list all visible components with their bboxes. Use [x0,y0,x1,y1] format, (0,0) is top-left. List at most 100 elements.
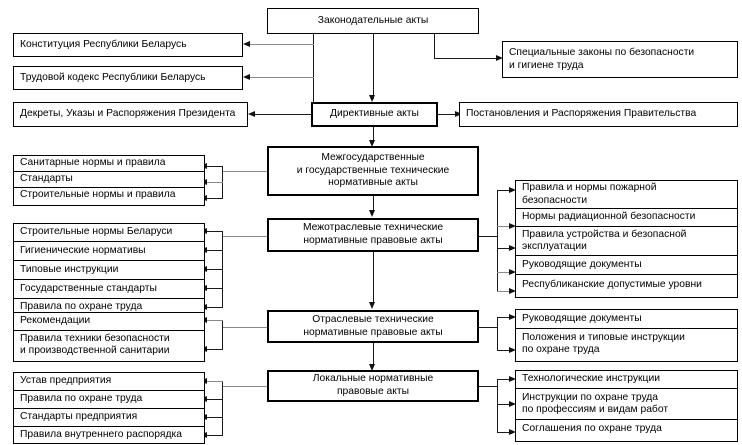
connector-sectoral-left-stem [222,327,267,328]
group-sectoral-left: Рекомендации Правила техники безопасност… [13,312,205,362]
branch-intersectoral-left-2 [205,250,223,251]
bus-local-left [222,381,223,435]
connector-directive-to-interstate [373,127,374,143]
list-item[interactable]: Положения и типовые инструкции по охране… [516,329,737,359]
arrowhead-labor-instructions-professions [509,400,516,407]
branch-local-right-1 [497,379,514,380]
list-item[interactable]: Правила внутреннего распорядка [14,427,204,443]
connector-directive-to-decrees [253,114,311,115]
arrowhead-labor-agreements [509,428,516,435]
branch-local-left-3 [205,417,223,418]
arrowhead-interstate-down [369,140,376,147]
arrowhead-guiding-documents-2 [509,313,516,320]
arrowhead-intersectoral-down [369,210,376,217]
list-item[interactable]: Руководящие документы [516,256,737,275]
connector-to-labor-code [248,77,314,78]
list-item[interactable]: Гигиенические нормативы [14,242,204,261]
node-intersectoral-acts[interactable]: Межотраслевые технические нормативные пр… [267,218,479,252]
list-item[interactable]: Государственные стандарты [14,280,204,299]
connector-local-left-stem [222,386,267,387]
node-legislative-acts[interactable]: Законодательные акты [267,8,479,34]
connector-intersectoral-left-stem [222,236,267,237]
group-intersectoral-right: Правила и нормы пожарной безопасности Но… [515,180,738,298]
arrowhead-provisions-instructions [509,346,516,353]
node-special-laws[interactable]: Специальные законы по безопасности и гиг… [502,41,738,78]
list-item[interactable]: Правила устройства и безопасной эксплуат… [516,227,737,256]
node-local-acts[interactable]: Локальные нормативные правовые акты [267,370,479,402]
connector-interstate-to-intersectoral [373,196,374,212]
list-item[interactable]: Устав предприятия [14,373,204,391]
connector-directive-to-resolutions [438,114,458,115]
branch-intersectoral-left-3 [205,269,223,270]
arrowhead-guiding-documents [509,268,516,275]
branch-intersectoral-right-4 [497,272,514,273]
list-item[interactable]: Строительные нормы Беларуси [14,224,204,242]
node-interstate-acts[interactable]: Межгосударственные и государственные тех… [267,146,479,196]
branch-intersectoral-left-5 [205,307,223,308]
bus-sectoral-right [497,317,498,350]
branch-local-left-2 [205,399,223,400]
branch-intersectoral-left-4 [205,288,223,289]
branch-intersectoral-right-1 [497,190,514,191]
node-sectoral-acts[interactable]: Отраслевые технические нормативные право… [267,310,479,343]
node-government-resolutions[interactable]: Постановления и Распоряжения Правительст… [459,102,738,127]
branch-local-left-4 [205,435,223,436]
branch-intersectoral-right-5 [497,291,514,292]
node-directive-acts[interactable]: Директивные акты [311,102,438,127]
arrowhead-decrees [248,110,255,117]
arrowhead-constitution [243,40,250,47]
list-item[interactable]: Республиканские допустимые уровни [516,275,737,295]
connector-legislative-right-stem [434,33,435,58]
list-item[interactable]: Правила по охране труда [14,391,204,409]
arrowhead-permissible-levels [509,287,516,294]
arrowhead-local-down [369,364,376,371]
connector-to-constitution [248,44,314,45]
arrowhead-directive-down [369,95,376,102]
list-item[interactable]: Правила и нормы пожарной безопасности [516,181,737,209]
list-item[interactable]: Технологические инструкции [516,371,737,389]
connector-interstate-left-stem [222,171,267,172]
branch-sectoral-right-1 [497,317,514,318]
arrowhead-technological-instructions [509,375,516,382]
branch-local-right-2 [497,404,514,405]
branch-intersectoral-right-2 [497,226,514,227]
arrowhead-resolutions [455,110,462,117]
branch-interstate-left-1 [205,166,223,167]
branch-sectoral-left-1 [205,320,223,321]
branch-interstate-left-3 [205,198,223,199]
branch-intersectoral-right-3 [497,248,514,249]
connector-legislative-left-stem [313,33,314,103]
connector-sectoral-to-local [373,343,374,367]
bus-sectoral-left [222,320,223,349]
group-local-right: Технологические инструкции Инструкции по… [515,370,738,442]
group-intersectoral-left: Строительные нормы Беларуси Гигиенически… [13,223,205,316]
branch-sectoral-right-2 [497,350,514,351]
list-item[interactable]: Правила по охране труда [14,299,204,316]
list-item[interactable]: Нормы радиационной безопасности [516,209,737,227]
list-item[interactable]: Правила техники безопасности и производс… [14,331,204,359]
branch-local-right-3 [497,432,514,433]
list-item[interactable]: Руководящие документы [516,310,737,329]
branch-sectoral-left-2 [205,349,223,350]
list-item[interactable]: Инструкции по охране труда по профессиям… [516,389,737,420]
connector-intersectoral-right-stem [478,236,498,237]
group-interstate-left: Санитарные нормы и правила Стандарты Стр… [13,155,205,206]
bus-local-right [497,379,498,432]
arrowhead-safe-operation [509,244,516,251]
node-labor-code[interactable]: Трудовой кодекс Республики Беларусь [13,66,243,90]
bus-intersectoral-right [497,190,498,291]
list-item[interactable]: Строительные нормы и правила [14,188,204,203]
connector-local-right-stem [478,386,498,387]
connector-legislative-to-directive [373,33,374,99]
list-item[interactable]: Стандарты [14,172,204,188]
list-item[interactable]: Типовые инструкции [14,261,204,280]
list-item[interactable]: Санитарные нормы и правила [14,156,204,172]
node-presidential-decrees[interactable]: Декреты, Указы и Распоряжения Президента [13,102,248,127]
connector-to-special-laws [434,58,498,59]
list-item[interactable]: Стандарты предприятия [14,409,204,427]
list-item[interactable]: Рекомендации [14,313,204,331]
group-sectoral-right: Руководящие документы Положения и типовы… [515,309,738,362]
list-item[interactable]: Соглашения по охране труда [516,420,737,439]
node-constitution[interactable]: Конституция Республики Беларусь [13,33,243,57]
